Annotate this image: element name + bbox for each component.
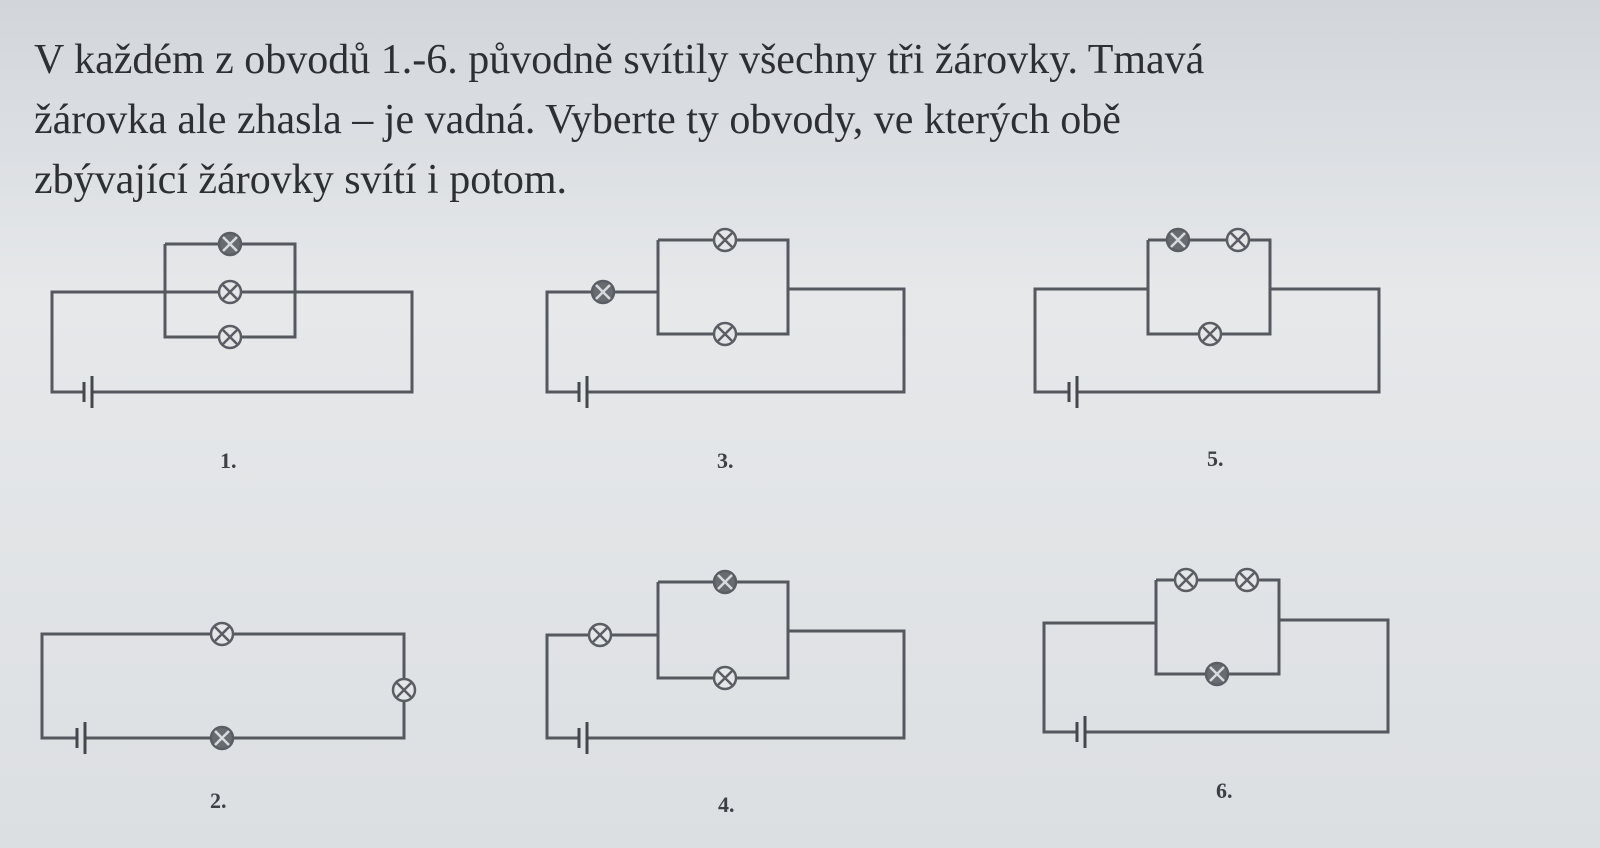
bulb-dark-icon (590, 279, 616, 305)
bulb-dark-icon (1165, 227, 1191, 253)
task-line: žárovka ale zhasla – je vadná. Vyberte t… (34, 97, 1121, 143)
bulb-dark-icon (1204, 661, 1230, 687)
bulb-icon (1197, 321, 1223, 347)
wire (1154, 578, 1281, 676)
task-line: V každém z obvodů 1.-6. původně svítily … (34, 37, 1205, 83)
battery-icon (82, 376, 94, 408)
bulb-icon (587, 622, 613, 648)
bulb-icon (209, 621, 235, 647)
battery-icon (1075, 716, 1087, 748)
wire (656, 238, 790, 336)
task-line: zbývající žárovky svítí i potom. (34, 157, 568, 203)
battery-icon (75, 722, 87, 754)
battery-icon (577, 722, 589, 754)
wire (1078, 287, 1381, 394)
wire (1042, 621, 1156, 734)
bulb-icon (1173, 567, 1199, 593)
battery-icon (577, 376, 589, 408)
wire (163, 242, 297, 339)
circuit-label: 3. (717, 448, 734, 473)
battery-icon (1067, 376, 1079, 408)
bulb-icon (712, 665, 738, 691)
wire (588, 629, 906, 740)
circuit-label: 1. (220, 448, 237, 473)
bulb-dark-icon (209, 725, 235, 751)
circuit-label: 2. (210, 788, 227, 813)
bulb-icon (712, 321, 738, 347)
circuit-label: 6. (1216, 778, 1233, 803)
bulb-icon (1225, 227, 1251, 253)
task-text: V každém z obvodů 1.-6. původně svítily … (34, 30, 1564, 210)
wire (1086, 618, 1390, 734)
bulb-dark-icon (217, 231, 243, 257)
wire (1033, 287, 1148, 394)
circuit-label: 5. (1207, 446, 1224, 471)
bulb-icon (712, 227, 738, 253)
wire (93, 290, 414, 394)
wire (656, 580, 790, 680)
bulb-dark-icon (712, 569, 738, 595)
circuit-label: 4. (718, 792, 735, 817)
bulb-icon (391, 677, 417, 703)
wire (588, 287, 906, 394)
bulb-icon (1234, 567, 1260, 593)
bulb-icon (217, 279, 243, 305)
bulb-icon (217, 324, 243, 350)
wire (50, 290, 165, 394)
